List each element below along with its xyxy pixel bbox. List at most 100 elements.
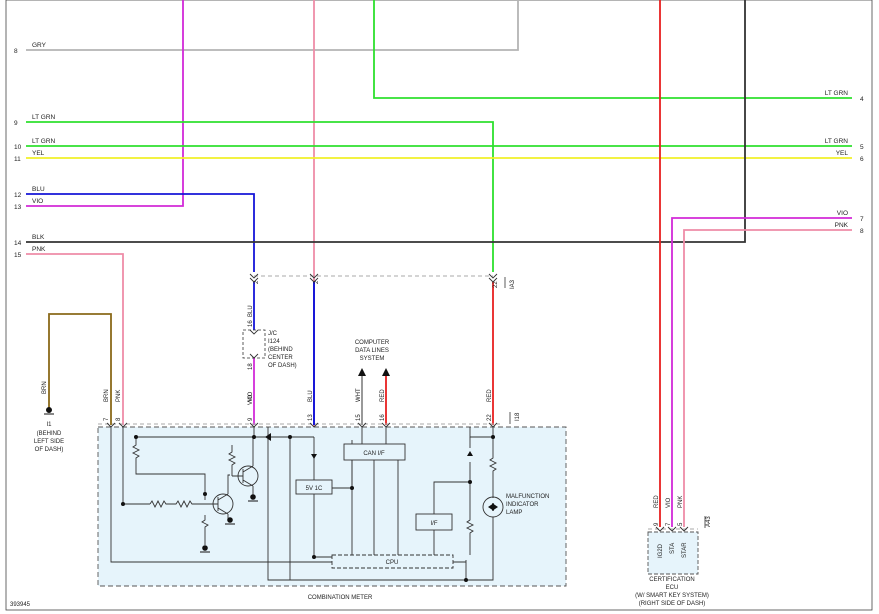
wire-blk-14 [26, 0, 746, 243]
ecu-box [647, 531, 699, 575]
meter-wire-red-16: RED [380, 389, 386, 402]
right-color-vio: VIO [837, 210, 848, 217]
regulator-box [295, 479, 333, 495]
meter-wire-pnk: PNK [116, 390, 122, 402]
wire-gry [26, 0, 519, 51]
jc-bottom-wire: VIO [248, 394, 254, 405]
wire-blu-12 [26, 193, 255, 272]
left-color-pnk: PNK [32, 246, 46, 253]
lamp-led-right [492, 503, 498, 511]
right-pin-4: 4 [860, 96, 864, 103]
meter-pin-15: 15 [356, 414, 362, 421]
meter-pin-labels: 7 BRN 8 PNK 9 VIO 13 BLU 15 WHT 16 RED 2… [104, 388, 521, 421]
meter-wire-wht: WHT [356, 388, 362, 402]
left-pin-13: 13 [14, 204, 22, 211]
ecu-title-2: ECU [666, 585, 679, 591]
left-color-ltgrn-10: LT GRN [32, 138, 56, 145]
if-label: I/F [431, 521, 438, 527]
meter-connector-id: I18 [515, 412, 521, 421]
combination-meter-label: COMBINATION METER [308, 595, 373, 601]
meter-pin-9: 9 [248, 417, 254, 421]
ia3-pin-marks [249, 273, 498, 283]
diagram-frame [5, 0, 873, 611]
left-pin-15: 15 [14, 252, 22, 259]
ecu-pin-name-ig2d: IG2D [658, 543, 664, 558]
ecu-title-3: (W/ SMART KEY SYSTEM) [635, 593, 709, 599]
right-color-yel: YEL [836, 150, 849, 157]
left-color-yel: YEL [32, 150, 45, 157]
jc-top-wire: BLU [248, 305, 254, 317]
ground-i1-desc-3: OF DASH) [35, 447, 64, 453]
left-pin-8: 8 [14, 48, 18, 55]
ia3-connector-id: IA3 [510, 279, 516, 289]
jc-bottom-pin: 18 [248, 363, 254, 370]
computer-lines-3: SYSTEM [360, 356, 385, 362]
ecu-pin-name-star: STAR [682, 542, 688, 558]
ecu-title-1: CERTIFICATION [649, 577, 694, 583]
ecu-wire-red: RED [654, 495, 660, 508]
wire-ltgrn-9 [26, 121, 494, 272]
arrow-wht [358, 368, 366, 376]
left-pin-12: 12 [14, 192, 22, 199]
can-if-box [343, 443, 406, 461]
cpu-label: CPU [386, 560, 399, 566]
arrow-red [382, 368, 390, 376]
lamp-label-2: INDICATOR [506, 502, 539, 508]
lamp-label-3: LAMP [506, 510, 522, 516]
computer-lines-1: COMPUTER [355, 340, 390, 346]
ia3-pin-ltgrn: 22 [493, 281, 499, 288]
ecu-pin-marks [655, 526, 689, 532]
ground-i1-label: I1 [46, 422, 52, 428]
wire-pnk-right [683, 229, 852, 527]
computer-lines-2: DATA LINES [355, 348, 389, 354]
diode-meter-2 [467, 451, 473, 456]
jc-top-pin: 16 [248, 320, 254, 327]
ecu-wire-vio: VIO [666, 497, 672, 508]
ecu-wire-pnk: PNK [678, 496, 684, 508]
ecu-pin-name-sta: STA [670, 543, 676, 554]
left-pin-9: 9 [14, 120, 18, 127]
left-pin-10: 10 [14, 144, 22, 151]
cpu-box [331, 554, 454, 569]
jc-desc-3: OF DASH) [268, 363, 297, 369]
right-pin-7: 7 [860, 216, 864, 223]
ia3-pin-pnk: 2 [314, 280, 320, 284]
right-color-ltgrn-4: LT GRN [825, 90, 849, 97]
left-color-ltgrn-9: LT GRN [32, 114, 56, 121]
right-pin-5: 5 [860, 144, 864, 151]
meter-wire-vio: VIO [248, 391, 254, 402]
jc-pin-marks [249, 329, 259, 359]
meter-pin-16: 16 [380, 414, 386, 421]
if-box [415, 513, 453, 531]
wire-vio-right [671, 217, 852, 527]
jc-title: J/C [268, 331, 278, 337]
ia3-pin-blu: 2 [254, 280, 260, 284]
ecu-labels: 9 RED 7 VIO 5 PNK A43 IG2D STA STAR CERT… [635, 495, 712, 607]
right-wire-labels: 4 LT GRN 5 LT GRN 6 YEL 7 VIO 8 PNK [825, 90, 864, 235]
ground-wire-brn: BRN [42, 381, 48, 394]
wire-pnk-15 [26, 253, 124, 425]
ground-i1-desc-2: LEFT SIDE [34, 439, 64, 445]
ground-i1-desc-1: (BEHIND [37, 431, 62, 437]
wire-vio-left [26, 0, 184, 207]
left-color-gry: GRY [32, 42, 47, 49]
lamp-label-1: MALFUNCTION [506, 494, 549, 500]
wires [26, 0, 852, 527]
ecu-pin-7: 7 [666, 522, 672, 526]
meter-junction-dots [121, 435, 495, 582]
jc-id: I124 [268, 339, 280, 345]
regulator-label: 5V 1C [306, 486, 323, 492]
left-color-blk: BLK [32, 234, 45, 241]
image-id: 393945 [10, 602, 31, 608]
left-pin-11: 11 [14, 156, 21, 163]
ecu-pin-5: 5 [678, 522, 684, 526]
left-pin-14: 14 [14, 240, 22, 247]
meter-pin-13: 13 [308, 414, 314, 421]
can-if-label: CAN I/F [363, 451, 385, 457]
meter-wire-blu: BLU [308, 390, 314, 402]
ecu-pin-9: 9 [654, 522, 660, 526]
meter-pin-8: 8 [116, 417, 122, 421]
ecu-title-4: (RIGHT SIDE OF DASH) [639, 601, 706, 607]
